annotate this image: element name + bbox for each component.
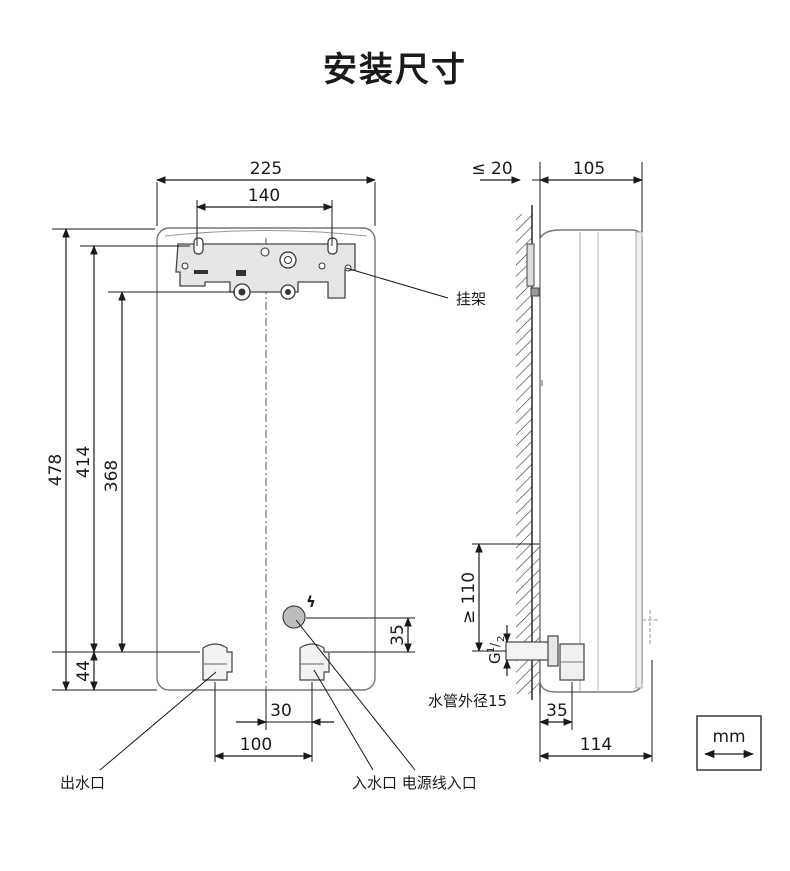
svg-text:/: /: [488, 642, 502, 647]
heater-body-side: [539, 229, 643, 693]
dim-wall-gap: ≤ 20: [471, 159, 512, 179]
dim-height-44: 44: [74, 660, 94, 682]
dim-height-368: 368: [102, 460, 122, 492]
power-symbol: ϟ: [306, 593, 316, 611]
thread-g-half: G 1 / 2: [486, 636, 507, 664]
dim-width-140: 140: [248, 186, 280, 206]
label-inlet-power: 入水口 电源线入口: [352, 774, 477, 792]
dim-height-414: 414: [74, 446, 94, 478]
side-view: ≤ 20 105 ≥ 110 G 1 / 2 水管外径15 35 114: [428, 159, 660, 762]
dim-side-offset-35: 35: [546, 701, 568, 721]
page-title: 安装尺寸: [323, 50, 467, 90]
dim-height-478: 478: [46, 454, 66, 486]
dim-width-225: 225: [250, 159, 282, 179]
label-outlet: 出水口: [60, 774, 105, 792]
svg-text:1: 1: [486, 647, 497, 653]
svg-text:2: 2: [496, 636, 507, 642]
unit-label: mm: [712, 727, 745, 747]
dim-depth-114: 114: [580, 735, 612, 755]
unit-box: mm: [696, 715, 762, 771]
label-bracket: 挂架: [456, 290, 486, 308]
svg-text:G: G: [486, 652, 504, 664]
label-pipe-od: 水管外径15: [428, 692, 507, 710]
dim-offset-30: 30: [270, 701, 292, 721]
dim-offset-35: 35: [388, 624, 408, 646]
mounting-bracket: [175, 237, 356, 301]
power-cable-entry: [282, 605, 306, 629]
dim-offset-100: 100: [240, 735, 272, 755]
dim-min-110: ≥ 110: [459, 572, 479, 624]
outlet-fitting: [202, 643, 233, 681]
front-view: ϟ 225 140 478 414 368 44 35: [46, 159, 486, 792]
dim-depth-105: 105: [573, 159, 605, 179]
